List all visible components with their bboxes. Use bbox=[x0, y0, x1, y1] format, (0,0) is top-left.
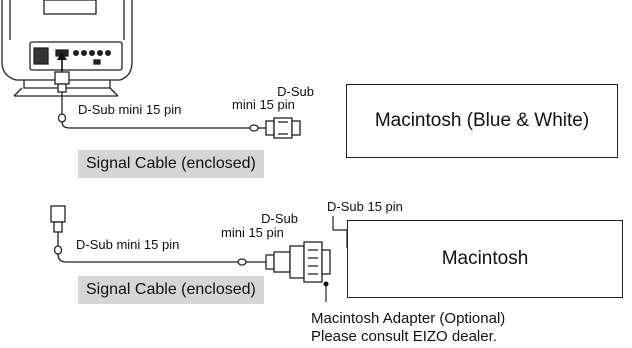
top-cable-monitor-end-label: D-Sub mini 15 pin bbox=[78, 102, 182, 117]
adapter-note-line2: Please consult EIZO dealer. bbox=[311, 328, 497, 345]
mac-port-label: D-Sub 15 pin bbox=[327, 199, 403, 214]
bottom-cable-left-end-label: D-Sub mini 15 pin bbox=[76, 237, 180, 252]
connection-arrow bbox=[57, 52, 67, 74]
bottom-connector-label-line1: D-Sub bbox=[261, 211, 298, 226]
bottom-cable-tag: Signal Cable (enclosed) bbox=[78, 276, 264, 304]
top-signal-cable bbox=[54, 71, 301, 139]
computer-box-top: Macintosh (Blue & White) bbox=[346, 84, 618, 158]
monitor-rear-illustration bbox=[1, 0, 133, 97]
adapter-leader-line bbox=[323, 281, 329, 302]
computer-box-bottom: Macintosh bbox=[347, 220, 623, 298]
adapter-note-line1: Macintosh Adapter (Optional) bbox=[311, 310, 506, 327]
macintosh-adapter-illustration bbox=[289, 241, 331, 283]
top-cable-tag: Signal Cable (enclosed) bbox=[78, 150, 264, 178]
top-connector-label-line1: D-Sub bbox=[277, 84, 314, 99]
bottom-signal-cable bbox=[50, 205, 291, 273]
bottom-connector-label-line2: mini 15 pin bbox=[221, 225, 284, 240]
top-connector-label-line2: mini 15 pin bbox=[232, 97, 295, 112]
mac-port-leader-line bbox=[332, 216, 348, 248]
